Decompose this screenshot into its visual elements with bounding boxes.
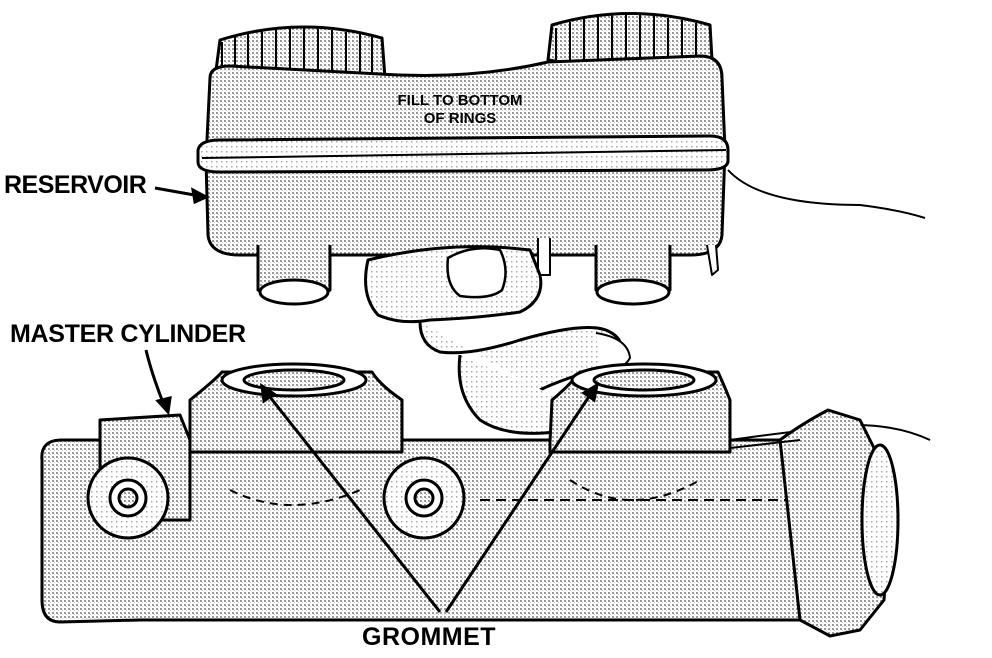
reservoir-drawing: [196, 12, 926, 306]
grommet-label: GROMMET: [362, 623, 497, 651]
end-flange: [778, 408, 890, 638]
master-cylinder-drawing: [40, 362, 900, 638]
fill-instruction-line-2: OF RINGS: [423, 110, 497, 127]
left-grommet-arrow: [264, 391, 442, 613]
fill-instruction-label: FILL TO BOTTOM OF RINGS: [360, 92, 560, 128]
master-cylinder-arrow: [144, 349, 166, 406]
right-grommet-arrow: [444, 391, 594, 613]
leader-lines: [144, 186, 600, 613]
master-cylinder-label: MASTER CYLINDER: [10, 320, 246, 348]
fill-instruction-line-1: FILL TO BOTTOM: [397, 92, 523, 109]
reservoir-label: RESERVOIR: [4, 171, 147, 199]
